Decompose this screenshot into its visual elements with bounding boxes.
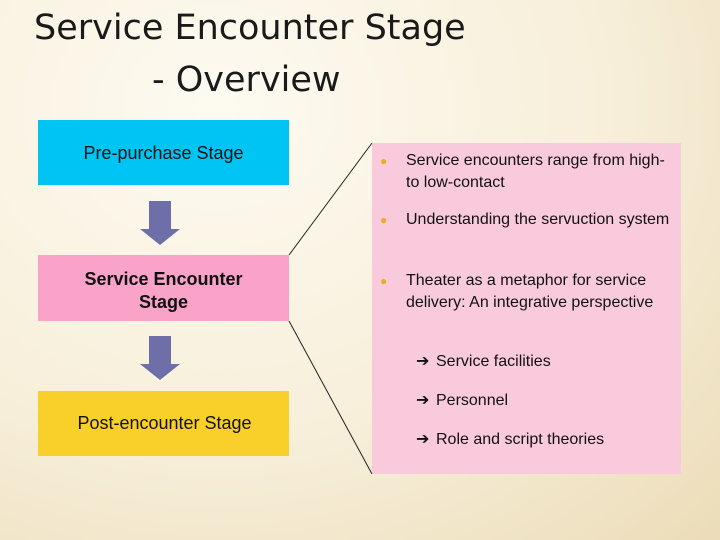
slide-title-line-1: Service Encounter Stage <box>34 8 466 48</box>
sub-item-text: Service facilities <box>436 353 551 370</box>
bullet-item: ● Service encounters range from high- to… <box>380 150 670 194</box>
post-encounter-stage-label: Post-encounter Stage <box>77 413 252 433</box>
bullet-icon: ● <box>380 154 388 168</box>
callout-line-top <box>288 142 373 256</box>
bullet-icon: ● <box>380 274 388 288</box>
sub-item: ➔ Personnel <box>416 391 508 411</box>
bullet-item: ● Understanding the servuction system <box>380 209 670 231</box>
post-encounter-stage-box: Post-encounter Stage <box>38 391 289 456</box>
sub-item-text: Personnel <box>436 392 509 409</box>
service-encounter-stage-box: Service Encounter Stage <box>38 255 289 321</box>
sub-item: ➔ Role and script theories <box>416 430 604 450</box>
bullet-icon: ● <box>380 213 388 227</box>
pre-purchase-stage-box: Pre-purchase Stage <box>38 120 289 185</box>
sub-item: ➔ Service facilities <box>416 352 551 372</box>
bullet-text: Service encounters range from high- to l… <box>406 152 665 191</box>
sub-item-text: Role and script theories <box>436 431 605 448</box>
encounter-details-panel: ● Service encounters range from high- to… <box>372 143 681 474</box>
slide-title: Service Encounter Stage - Overview <box>0 2 500 106</box>
pre-purchase-stage-label: Pre-purchase Stage <box>83 143 244 163</box>
slide-title-line-2: - Overview <box>152 60 341 100</box>
callout-line-bottom <box>288 320 373 475</box>
right-arrow-icon: ➔ <box>416 392 430 409</box>
service-encounter-stage-label: Service Encounter Stage <box>84 269 243 312</box>
right-arrow-icon: ➔ <box>416 353 430 370</box>
down-arrow-icon <box>140 336 180 380</box>
right-arrow-icon: ➔ <box>416 431 430 448</box>
bullet-text: Understanding the servuction system <box>406 211 670 228</box>
bullet-text: Theater as a metaphor for service delive… <box>406 272 654 311</box>
down-arrow-icon <box>140 201 180 245</box>
bullet-item: ● Theater as a metaphor for service deli… <box>380 270 670 314</box>
